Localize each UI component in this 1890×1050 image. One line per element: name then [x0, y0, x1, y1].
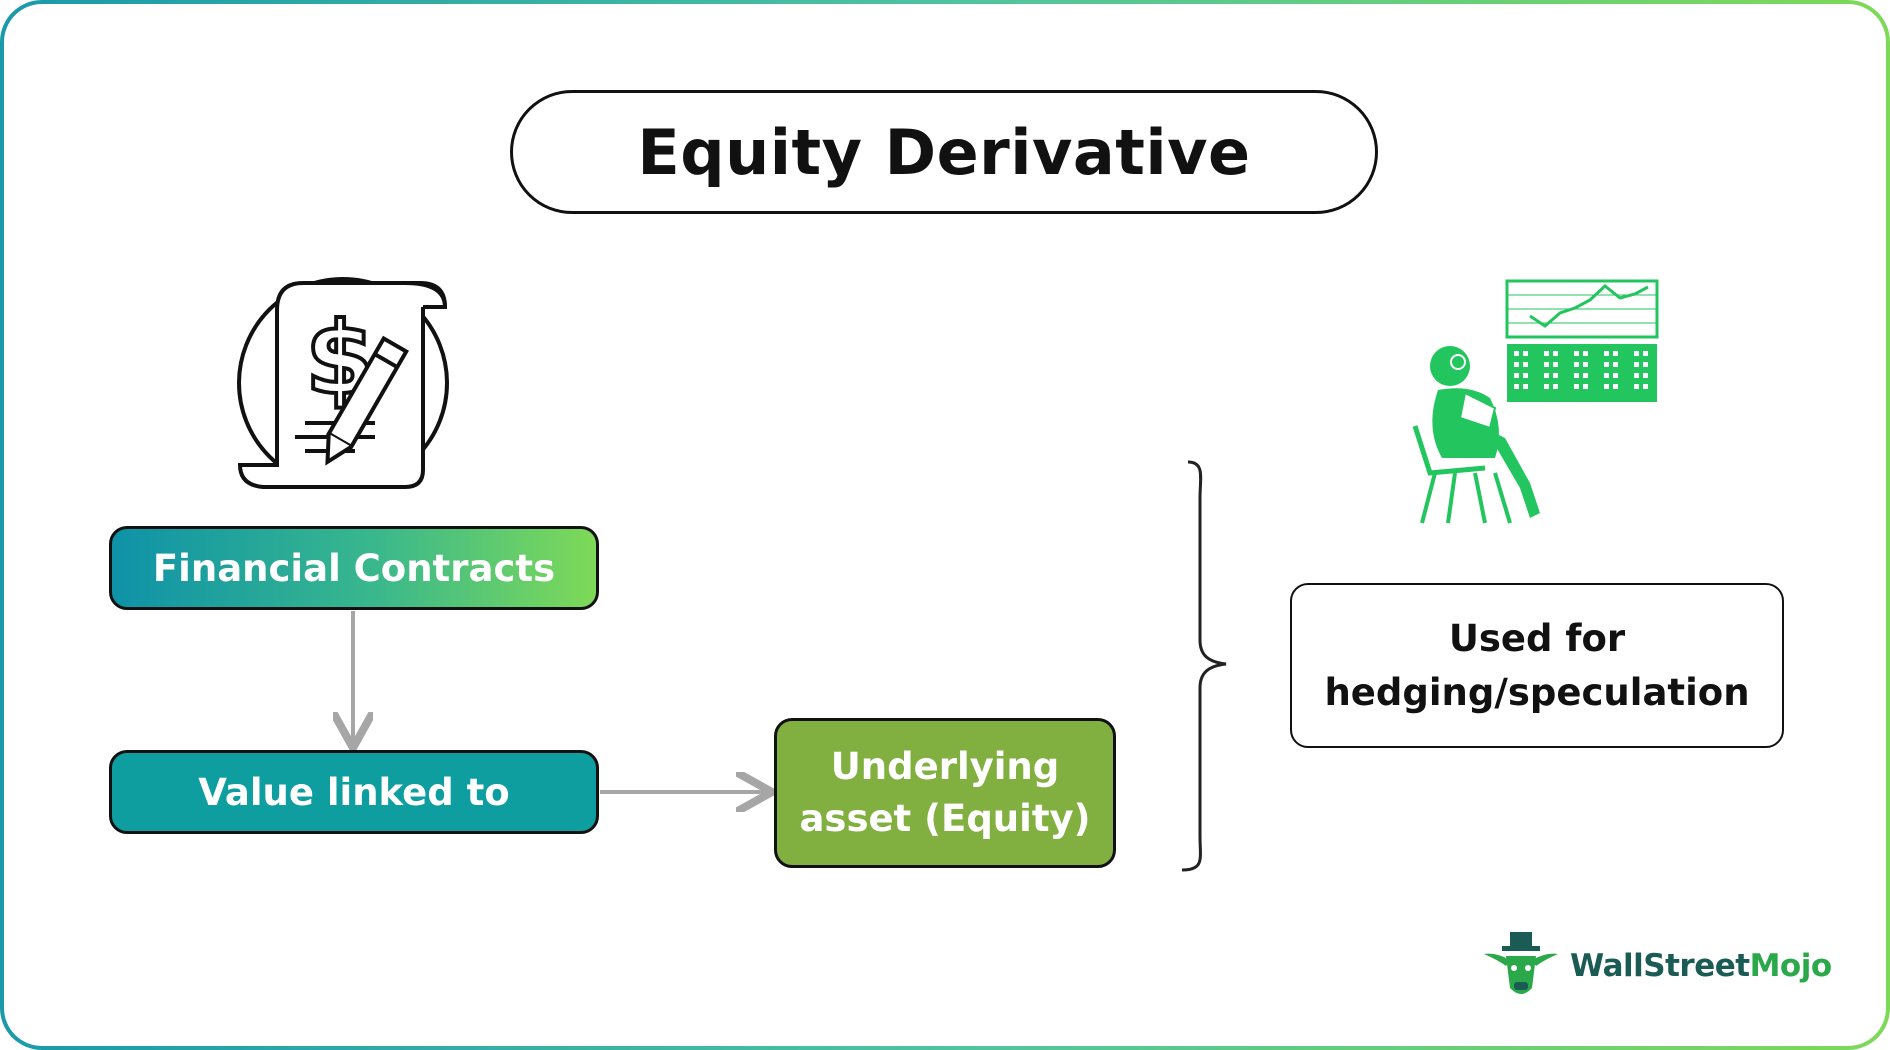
financial-contracts-node: Financial Contracts: [109, 526, 599, 610]
value-linked-node: Value linked to: [109, 750, 599, 834]
canvas: [4, 4, 1886, 1046]
brand-name: WallStreetMojo: [1570, 948, 1832, 984]
financial-contracts-label: Financial Contracts: [152, 546, 556, 590]
analyst-chart-icon: [1412, 279, 1659, 524]
bull-hat-logo-icon: [1484, 932, 1558, 994]
usage-node: Used for hedging/speculation: [1290, 583, 1784, 748]
brand-logo: WallStreetMojo: [1480, 930, 1840, 1002]
usage-label-line2: hedging/speculation: [1324, 670, 1750, 714]
contract-dollar-icon: $: [237, 277, 449, 489]
brand-name-part1: WallStreet: [1570, 948, 1750, 984]
page-title: Equity Derivative: [510, 90, 1378, 214]
value-linked-label: Value linked to: [198, 770, 510, 814]
brand-name-part2: Mojo: [1749, 948, 1833, 984]
curly-brace: [1181, 460, 1227, 872]
underlying-asset-node: Underlying asset (Equity): [774, 718, 1116, 868]
underlying-label-line2: asset (Equity): [799, 797, 1091, 840]
underlying-label-line1: Underlying: [830, 745, 1060, 789]
usage-label-line1: Used for: [1448, 616, 1626, 660]
